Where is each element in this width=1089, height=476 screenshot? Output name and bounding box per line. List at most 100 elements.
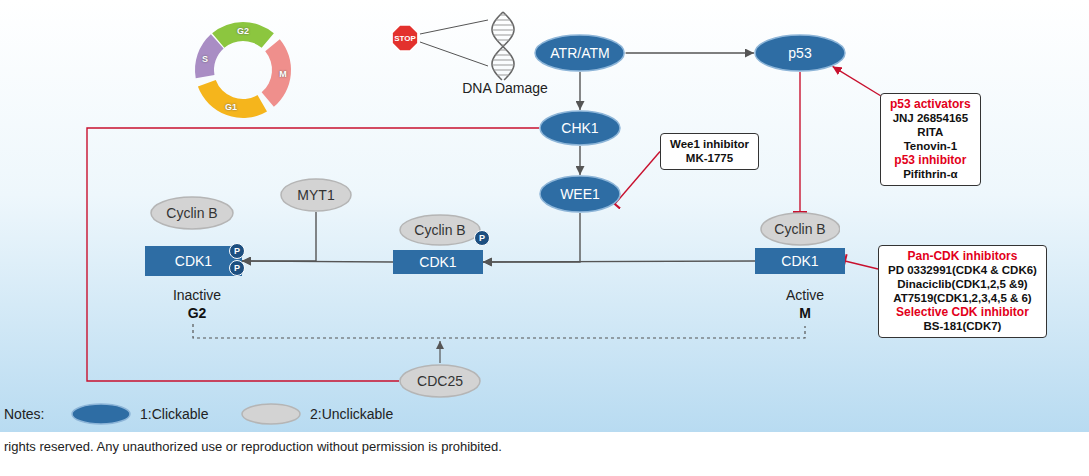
footer-ground: [0, 432, 1089, 476]
phase-label: S: [202, 54, 208, 64]
node-text-group: Cyclin B: [774, 221, 825, 237]
node-text-group: Wee1 inhibitorMK-1775: [670, 137, 749, 165]
helix-rung: [500, 50, 507, 51]
stop-line: [420, 20, 488, 34]
node-label: Pan-CDK inhibitors: [888, 249, 1037, 263]
arrow-connector: [833, 66, 881, 96]
state-label: M: [799, 305, 811, 321]
arrow-connector: [579, 146, 580, 175]
phosphate-mark: P: [474, 230, 490, 246]
legend-entry: 2:Unclickable: [240, 403, 393, 425]
ground: [0, 0, 1089, 432]
transition-dotted-line: [193, 324, 805, 338]
kinase-ellipse: MYT1: [280, 178, 352, 212]
node-label: WEE1: [560, 186, 600, 202]
helix-rung: [492, 30, 514, 31]
node-label: MK-1775: [670, 151, 749, 165]
drug-callout: Pan-CDK inhibitorsPD 0332991(CDK4 & CDK6…: [878, 245, 1047, 338]
phosphate-mark: P: [229, 243, 245, 259]
node-label: PD 0332991(CDK4 & CDK6): [888, 263, 1037, 277]
node-text-group: CDC25: [417, 373, 463, 389]
node-text-group: Cyclin B: [414, 222, 465, 238]
node-text-group: STOP: [394, 34, 416, 43]
ellipse-shape: [540, 176, 620, 212]
node-text-group: CDK1: [419, 254, 456, 270]
cdk-box: CDK1: [393, 250, 483, 274]
node-text-group: Cyclin B: [166, 205, 217, 221]
inhibition-connector: [615, 152, 660, 205]
node-text-group: CDK1: [781, 253, 818, 269]
swatch-shape: [72, 404, 130, 424]
phase-label: G1: [225, 102, 237, 112]
helix-rung: [493, 35, 512, 36]
ellipse-shape: [400, 365, 480, 397]
legend-entry: 1:Clickable: [70, 403, 208, 425]
inhibition-connector: [799, 72, 800, 212]
cycle-segment: [212, 22, 274, 48]
copyright-note: rights reserved. Any unauthorized use or…: [4, 439, 502, 454]
helix-rung: [493, 60, 514, 61]
node-label: JNJ 26854165: [890, 111, 971, 125]
node-label: Cyclin B: [166, 205, 217, 221]
cycle-segment: [198, 80, 267, 118]
arrow-connector: [579, 72, 580, 110]
arrow-connector: [626, 52, 754, 53]
state-label: G2: [188, 305, 207, 321]
dna-helix: [492, 12, 514, 80]
helix-strand: [492, 12, 514, 80]
cyclin-ellipse: Cyclin B: [150, 196, 234, 230]
node-label: Tenovin-1: [890, 139, 971, 153]
arrow-connector: [242, 212, 316, 261]
helix-rung: [497, 75, 509, 76]
helix-rung: [494, 70, 513, 71]
node-label: CDK1: [781, 253, 818, 269]
node-label: Cyclin B: [414, 222, 465, 238]
state-label: Inactive: [173, 287, 221, 303]
node-text-group: p53 activatorsJNJ 26854165RITATenovin-1p…: [890, 97, 971, 181]
node-label: CHK1: [561, 120, 598, 136]
node-label: Cyclin B: [774, 221, 825, 237]
node-label: p53 activators: [890, 97, 971, 111]
protein-ellipse: p53: [754, 34, 846, 72]
stop-sign: STOP: [385, 23, 425, 53]
node-label: MYT1: [297, 187, 334, 203]
node-text-group: Pan-CDK inhibitorsPD 0332991(CDK4 & CDK6…: [888, 249, 1037, 333]
node-text-group: CHK1: [561, 120, 598, 136]
node-label: AT7519(CDK1,2,3,4,5 & 6): [888, 291, 1037, 305]
inhibition-connector: [845, 261, 878, 269]
node-label: STOP: [394, 34, 416, 43]
node-label: Dinaciclib(CDK1,2,5 &9): [888, 277, 1037, 291]
helix-rung: [492, 65, 514, 66]
kinase-ellipse: WEE1: [539, 175, 621, 213]
cell-cycle-wheel: [195, 22, 291, 118]
legend-label: 2:Unclickable: [310, 406, 393, 422]
phase-label: G2: [237, 26, 249, 36]
node-label: RITA: [890, 125, 971, 139]
swatch-shape: [242, 404, 300, 424]
node-label: CDC25: [417, 373, 463, 389]
state-label: DNA Damage: [462, 80, 548, 96]
ellipse-shape: [755, 35, 845, 71]
phosphatase-ellipse: CDC25: [399, 364, 481, 398]
ellipse-shape: [281, 179, 351, 211]
legend-swatch: [70, 403, 132, 425]
octagon-shape: [392, 25, 418, 51]
cyclin-ellipse: Cyclin B: [760, 212, 841, 246]
node-label: p53 inhibitor: [890, 153, 971, 167]
node-text-group: ATR/ATM: [550, 45, 609, 61]
node-label: BS-181(CDK7): [888, 319, 1037, 333]
phase-label: M: [279, 69, 287, 79]
inhibitor-callout: Wee1 inhibitorMK-1775: [660, 133, 759, 170]
legend-label: 1:Clickable: [140, 406, 208, 422]
arrow-connector: [87, 128, 539, 381]
drug-callout: p53 activatorsJNJ 26854165RITATenovin-1p…: [880, 93, 981, 186]
ellipse-shape: [540, 111, 620, 145]
helix-rung: [493, 25, 513, 26]
legend-swatch: [240, 403, 302, 425]
phosphate-mark: P: [229, 260, 245, 276]
helix-rung: [496, 20, 511, 21]
ellipse-shape: [151, 197, 233, 229]
helix-rung: [501, 45, 504, 46]
node-text-group: CDK1: [175, 253, 212, 269]
